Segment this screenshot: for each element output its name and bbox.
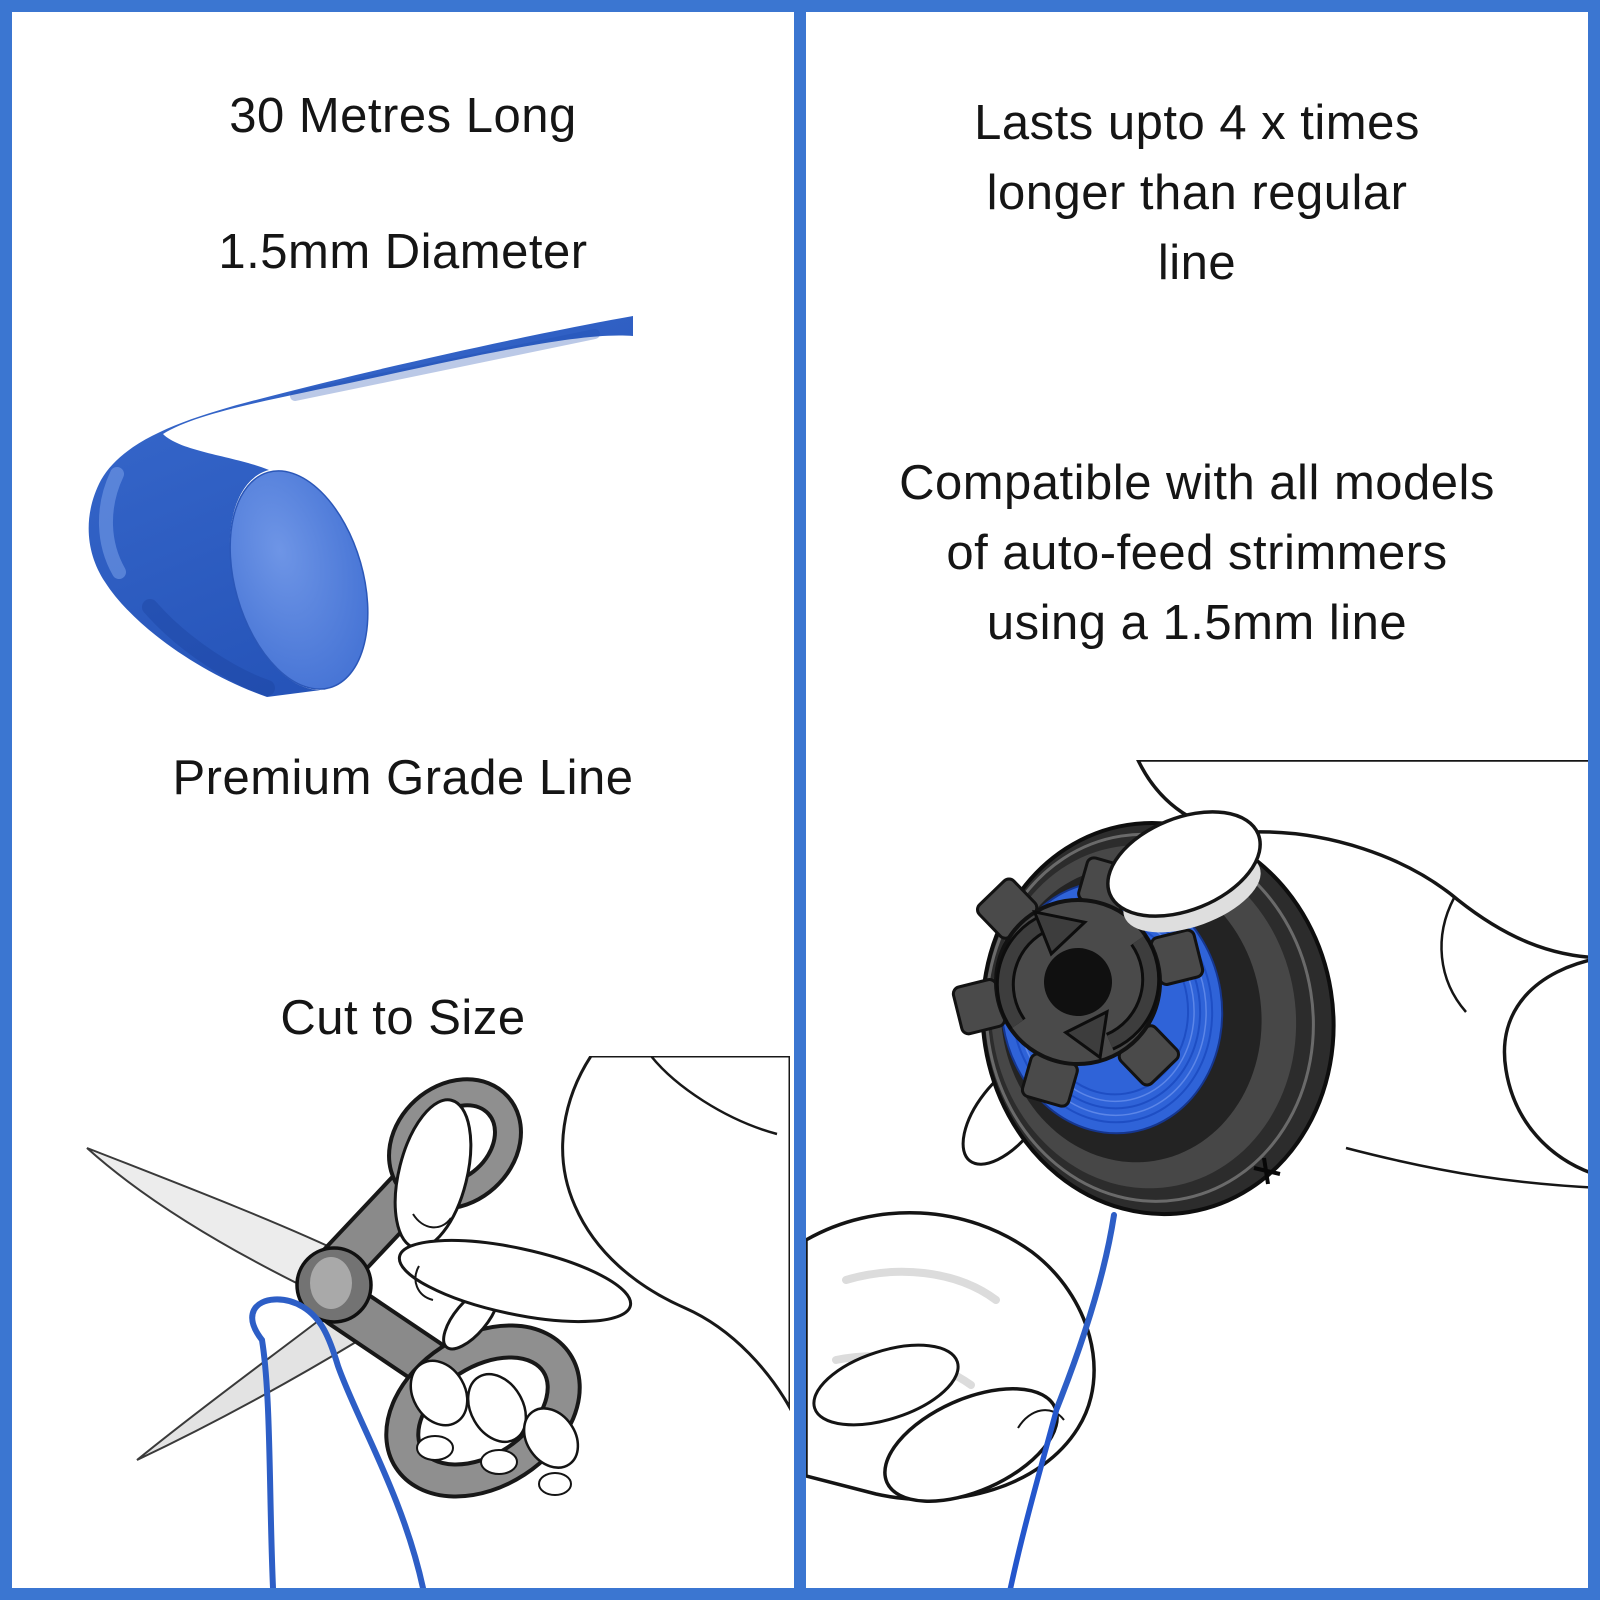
feature-length-label: 30 Metres Long [229,89,577,143]
panel-divider [794,0,806,1600]
blue-line-upper [1054,1212,1117,1411]
trimmer-line-cut-face [229,470,369,690]
trimmer-line-highlight [98,467,126,579]
trimmer-line-illustration [88,316,633,697]
rotation-arrow-top [998,916,1050,1028]
feature-grade-label: Premium Grade Line [172,751,634,805]
spool-latch-mark [1253,1157,1281,1185]
thumb-nail [412,1213,452,1229]
claim-compatibility-line1: Compatible with all models [899,456,1495,510]
claim-compatibility-line3: using a 1.5mm line [986,596,1408,650]
bottom-index-finger [812,1343,960,1427]
wrist-crease [650,1056,778,1136]
ring-finger-2 [466,1372,528,1444]
rotation-arrow-bottom-head [1062,1009,1109,1061]
blue-line-strand [249,1296,426,1590]
scissors-cutting-line-illustration [86,1056,790,1590]
claim-durability-line2: longer than regular [986,166,1408,220]
trimmer-line-body [88,316,633,697]
top-thumb-tip [1106,810,1262,918]
top-hand-finger-line [1440,897,1467,1013]
ring-finger-3 [522,1407,580,1469]
claim-compatibility: Compatible with all models of auto-feed … [806,448,1588,658]
claim-compatibility-line2: of auto-feed strimmers [946,526,1448,580]
top-hand-palm-right [1502,956,1600,1178]
fingertip-1 [416,1435,454,1461]
spool-center-hole [1044,948,1112,1016]
claim-durability-line3: line [1157,236,1237,290]
feature-diameter-label: 1.5mm Diameter [218,225,588,279]
fingertip-3 [538,1472,572,1496]
fingertip-2 [480,1449,518,1475]
spool-rim-light [984,832,1315,1203]
trimmer-line-shadow [142,599,275,696]
scissors-pivot-cap [310,1257,352,1309]
rotation-arrow-bottom [1106,936,1158,1048]
index-finger [397,1238,633,1324]
palm-shading-1 [842,1267,1000,1304]
spool-with-line-illustration [806,760,1600,1600]
ring-finger-1 [409,1359,469,1427]
lower-wrist-line [1345,1146,1600,1190]
index-finger-nail [414,1265,434,1301]
trimmer-line-topshade [290,329,600,401]
hand-palm [561,1056,790,1412]
claim-durability: Lasts upto 4 x times longer than regular… [806,88,1588,298]
rotation-arrow-top-head [1032,909,1088,957]
bottom-thumb-nail [1017,1409,1065,1429]
claim-durability-line1: Lasts upto 4 x times [974,96,1420,150]
blue-line-lower [1005,1405,1060,1600]
feature-cut-label: Cut to Size [280,991,526,1045]
spool-gear-flange [951,856,1205,1108]
